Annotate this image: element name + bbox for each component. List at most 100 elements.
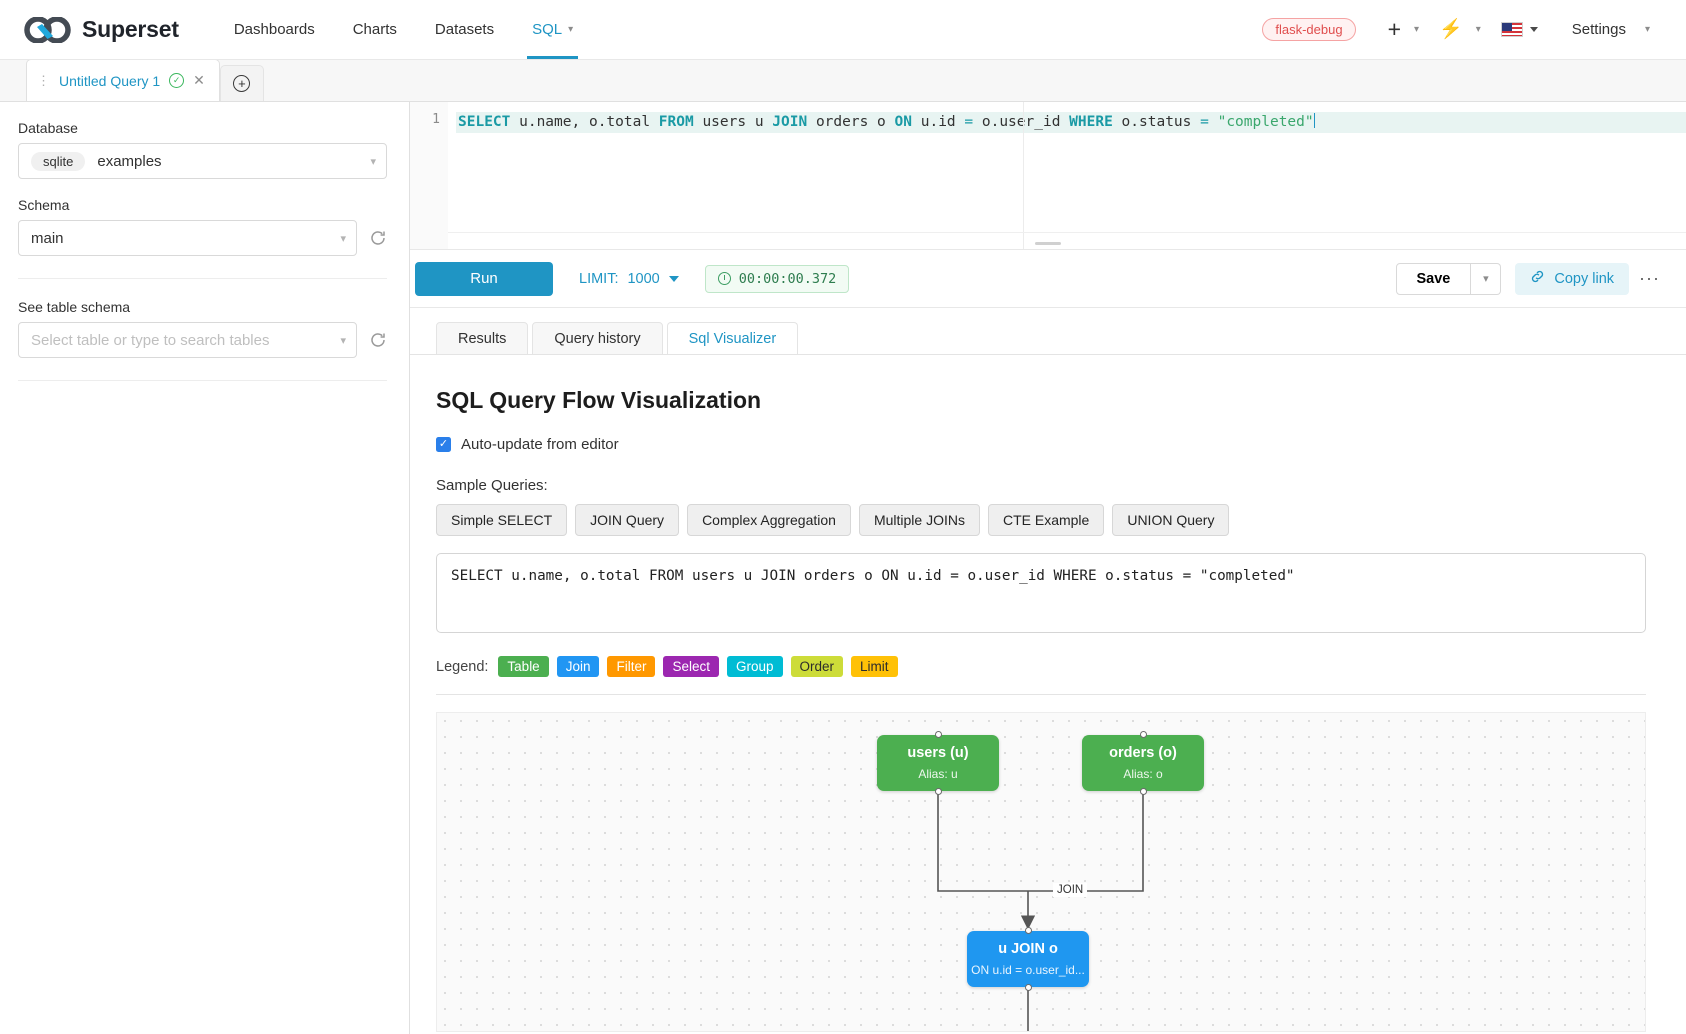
sample-query-button-2[interactable]: Complex Aggregation — [687, 504, 851, 536]
legend-chip-limit: Limit — [851, 656, 898, 677]
sidebar-divider — [18, 278, 387, 279]
save-dropdown-button[interactable]: ▾ — [1471, 263, 1501, 295]
flow-node-title: users (u) — [907, 745, 968, 761]
chevron-down-icon: ▾ — [1645, 24, 1650, 35]
save-group: Save ▾ — [1396, 263, 1502, 295]
database-engine-chip: sqlite — [31, 152, 85, 171]
sample-query-buttons: Simple SELECTJOIN QueryComplex Aggregati… — [436, 504, 1646, 536]
tab-query-history[interactable]: Query history — [532, 322, 662, 355]
chevron-down-icon: ▾ — [1476, 24, 1481, 35]
tab-sql-visualizer[interactable]: Sql Visualizer — [667, 322, 799, 355]
save-button[interactable]: Save — [1396, 263, 1472, 295]
sql-token: users u — [694, 114, 773, 130]
language-selector[interactable] — [1491, 22, 1548, 37]
add-query-tab-button[interactable]: + — [220, 65, 264, 101]
sql-token: "completed" — [1209, 114, 1314, 130]
node-port-top[interactable] — [935, 731, 942, 738]
sql-token: o.status — [1113, 114, 1200, 130]
chevron-down-icon: ▾ — [568, 24, 573, 35]
editor-gutter: 1 — [410, 102, 448, 249]
sql-token: u.id — [912, 114, 964, 130]
nav-sql[interactable]: SQL ▾ — [513, 0, 592, 59]
main-panel: 1 SELECT u.name, o.total FROM users u JO… — [410, 102, 1686, 1034]
line-number: 1 — [432, 112, 440, 127]
chevron-down-icon — [1530, 27, 1538, 32]
flow-node-join[interactable]: u JOIN oON u.id = o.user_id... — [967, 931, 1089, 987]
sql-token: = — [964, 114, 973, 130]
run-button[interactable]: Run — [415, 262, 553, 296]
nav-dashboards[interactable]: Dashboards — [215, 0, 334, 59]
editor-code-area[interactable]: SELECT u.name, o.total FROM users u JOIN… — [448, 102, 1686, 249]
auto-update-checkbox[interactable]: ✓ — [436, 437, 451, 452]
sql-editor[interactable]: 1 SELECT u.name, o.total FROM users u JO… — [410, 102, 1686, 250]
node-port-bottom[interactable] — [1140, 788, 1147, 795]
legend-divider — [436, 694, 1646, 695]
node-port-bottom[interactable] — [1025, 984, 1032, 991]
sql-visualizer-panel: SQL Query Flow Visualization ✓ Auto-upda… — [410, 355, 1686, 1034]
text-cursor — [1314, 113, 1315, 128]
sql-token: WHERE — [1069, 114, 1113, 130]
editor-guide-line — [1023, 102, 1024, 249]
close-icon[interactable]: ✕ — [193, 72, 205, 89]
plus-icon: + — [1388, 18, 1401, 41]
query-tab-strip: ⋮ Untitled Query 1 ✓ ✕ + — [0, 60, 1686, 102]
sample-query-button-4[interactable]: CTE Example — [988, 504, 1104, 536]
chevron-down-icon: ▾ — [340, 232, 346, 245]
plus-circle-icon: + — [233, 75, 250, 92]
flow-node-users[interactable]: users (u)Alias: u — [877, 735, 999, 791]
sample-query-button-1[interactable]: JOIN Query — [575, 504, 679, 536]
sql-token: u.name, o.total — [510, 114, 658, 130]
auto-update-row: ✓ Auto-update from editor — [436, 436, 1646, 453]
sample-query-button-5[interactable]: UNION Query — [1112, 504, 1229, 536]
table-search-placeholder: Select table or type to search tables — [31, 332, 269, 349]
query-timer: 00:00:00.372 — [705, 265, 850, 293]
flow-node-orders[interactable]: orders (o)Alias: o — [1082, 735, 1204, 791]
panel-resize-handle[interactable] — [1035, 242, 1061, 245]
chevron-down-icon: ▾ — [1483, 272, 1489, 285]
refresh-tables-icon[interactable] — [369, 331, 387, 349]
drag-handle-icon[interactable]: ⋮ — [37, 74, 50, 87]
nav-charts[interactable]: Charts — [334, 0, 416, 59]
workspace: Database sqlite examples ▾ Schema main ▾ — [0, 102, 1686, 1034]
database-select[interactable]: sqlite examples ▾ — [18, 143, 387, 179]
sql-token: = — [1200, 114, 1209, 130]
nav-datasets-label: Datasets — [435, 21, 494, 38]
legend-chip-join: Join — [557, 656, 600, 677]
editor-toolbar: Run LIMIT: 1000 00:00:00.372 Save ▾ — [410, 250, 1686, 308]
table-schema-field: See table schema Select table or type to… — [18, 299, 387, 358]
nav-datasets[interactable]: Datasets — [416, 0, 513, 59]
sql-token: o.user_id — [973, 114, 1069, 130]
node-port-top[interactable] — [1140, 731, 1147, 738]
table-search-input[interactable]: Select table or type to search tables ▾ — [18, 322, 357, 358]
nav-sql-label: SQL — [532, 21, 562, 38]
refresh-schema-icon[interactable] — [369, 229, 387, 247]
tab-results-label: Results — [458, 331, 506, 347]
nav-charts-label: Charts — [353, 21, 397, 38]
schema-select[interactable]: main ▾ — [18, 220, 357, 256]
database-label: Database — [18, 120, 387, 136]
tab-sql-visualizer-label: Sql Visualizer — [689, 331, 777, 347]
legend-label: Legend: — [436, 659, 488, 675]
limit-dropdown[interactable]: LIMIT: 1000 — [579, 271, 679, 287]
page-title: SQL Query Flow Visualization — [436, 387, 1646, 414]
sidebar-divider-2 — [18, 380, 387, 381]
new-item-button[interactable]: + ▾ — [1378, 18, 1429, 41]
superset-logo[interactable]: Superset — [24, 16, 179, 43]
quick-actions-button[interactable]: ⚡ ▾ — [1429, 20, 1491, 39]
legend-chip-order: Order — [791, 656, 844, 677]
node-port-top[interactable] — [1025, 927, 1032, 934]
sample-query-button-0[interactable]: Simple SELECT — [436, 504, 567, 536]
more-options-icon[interactable]: ··· — [1639, 268, 1660, 289]
main-nav: Dashboards Charts Datasets SQL ▾ — [215, 0, 592, 59]
copy-link-button[interactable]: Copy link — [1515, 263, 1629, 295]
chevron-down-icon: ▾ — [370, 155, 376, 168]
tab-results[interactable]: Results — [436, 322, 528, 355]
settings-menu[interactable]: Settings ▾ — [1548, 21, 1660, 38]
node-port-bottom[interactable] — [935, 788, 942, 795]
sample-query-button-3[interactable]: Multiple JOINs — [859, 504, 980, 536]
legend-chip-select: Select — [663, 656, 719, 677]
clock-icon — [718, 272, 731, 285]
query-flow-canvas[interactable]: JOIN users (u)Alias: uorders (o)Alias: o… — [436, 712, 1646, 1032]
query-tab-untitled-query-1[interactable]: ⋮ Untitled Query 1 ✓ ✕ — [26, 59, 220, 101]
sql-input-textarea[interactable] — [436, 553, 1646, 633]
